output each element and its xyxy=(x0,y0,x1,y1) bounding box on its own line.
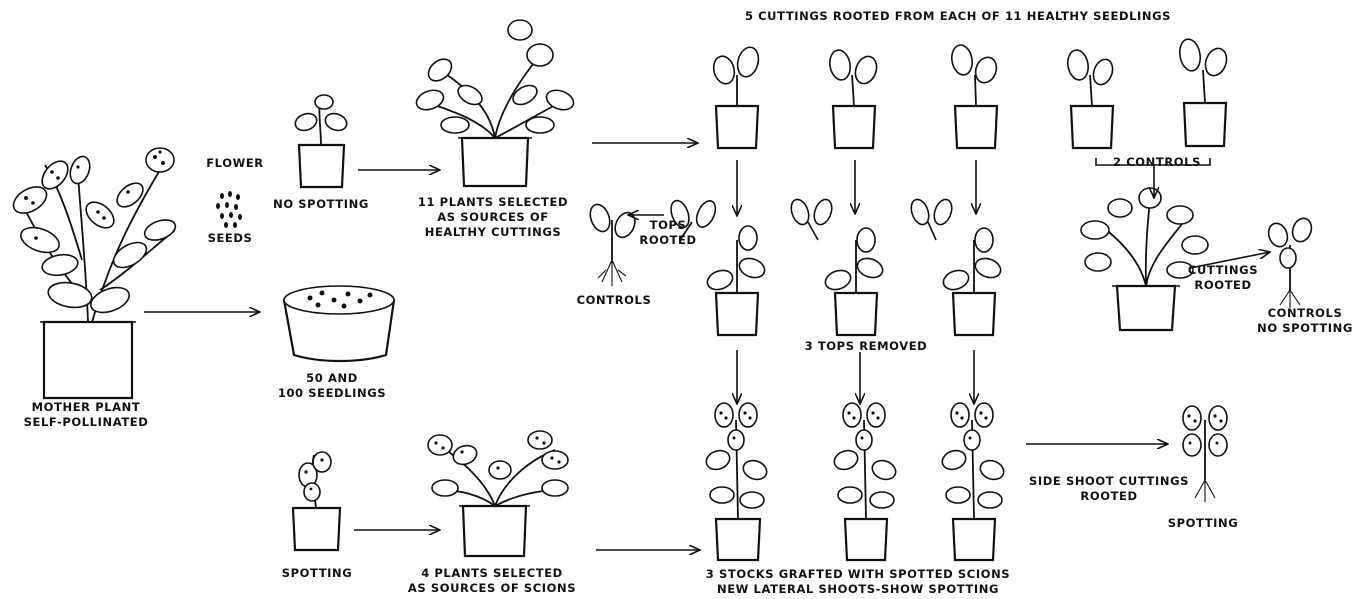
grafted-pot-2 xyxy=(832,403,899,560)
controls-cutting-rooted xyxy=(1265,216,1314,308)
label-spotting-seedling: SPOTTING xyxy=(272,566,362,581)
label-cuttings-rooted-line1: CUTTINGS xyxy=(1178,263,1268,278)
label-side-shoot: SIDE SHOOT CUTTINGS ROOTED xyxy=(1014,474,1204,504)
label-cuttings-rooted: CUTTINGS ROOTED xyxy=(1178,263,1268,293)
grafted-pot-3 xyxy=(940,403,1007,560)
label-cuttings-title: 5 CUTTINGS ROOTED FROM EACH OF 11 HEALTH… xyxy=(718,9,1198,24)
label-scion-selected: 4 PLANTS SELECTED AS SOURCES OF SCIONS xyxy=(402,566,582,596)
label-seedlings: 50 AND 100 SEEDLINGS xyxy=(262,371,402,401)
label-mother-plant-line2: SELF-POLLINATED xyxy=(6,415,166,430)
topped-pot-3 xyxy=(908,197,1003,335)
label-healthy-selected-line3: HEALTHY CUTTINGS xyxy=(408,225,578,240)
seeds-illustration xyxy=(216,191,242,228)
healthy-seedling xyxy=(293,95,349,187)
label-tops-rooted-line2: ROOTED xyxy=(632,233,704,248)
spotted-seedling xyxy=(293,452,340,550)
label-scion-selected-line2: AS SOURCES OF SCIONS xyxy=(402,581,582,596)
topped-pot-2 xyxy=(788,197,885,335)
control-large-plant xyxy=(1081,188,1208,330)
label-tops-removed: 3 TOPS REMOVED xyxy=(796,339,936,354)
label-healthy-selected-line2: AS SOURCES OF xyxy=(408,210,578,225)
label-grafted-line2: NEW LATERAL SHOOTS-SHOW SPOTTING xyxy=(678,582,1038,597)
topped-pot-1 xyxy=(705,226,768,335)
label-tops-rooted-line1: TOPS xyxy=(632,218,704,233)
label-grafted-line1: 3 STOCKS GRAFTED WITH SPOTTED SCIONS xyxy=(678,567,1038,582)
label-tops-rooted: TOPS ROOTED xyxy=(632,218,704,248)
label-seedlings-line2: 100 SEEDLINGS xyxy=(262,386,402,401)
label-side-shoot-line2: ROOTED xyxy=(1014,489,1204,504)
cutting-pot-2 xyxy=(828,48,881,148)
cutting-pot-3 xyxy=(950,43,1000,148)
label-seedlings-line1: 50 AND xyxy=(262,371,402,386)
control-pot-1 xyxy=(1066,48,1116,148)
label-controls-no-spotting-line2: NO SPOTTING xyxy=(1254,321,1356,336)
mother-plant xyxy=(9,148,178,398)
label-cuttings-rooted-line2: ROOTED xyxy=(1178,278,1268,293)
cutting-pot-1 xyxy=(711,45,762,148)
scion-source-plant xyxy=(428,431,568,556)
label-controls-no-spotting-line1: CONTROLS xyxy=(1254,306,1356,321)
label-side-shoot-line1: SIDE SHOOT CUTTINGS xyxy=(1014,474,1204,489)
label-no-spotting: NO SPOTTING xyxy=(262,197,380,212)
label-mother-plant: MOTHER PLANT SELF-POLLINATED xyxy=(6,400,166,430)
label-controls-no-spotting: CONTROLS NO SPOTTING xyxy=(1254,306,1356,336)
healthy-source-plant xyxy=(414,20,576,186)
grafted-pot-1 xyxy=(704,403,770,560)
seedling-tray xyxy=(284,286,394,361)
label-controls: CONTROLS xyxy=(574,293,654,308)
label-grafted: 3 STOCKS GRAFTED WITH SPOTTED SCIONS NEW… xyxy=(678,567,1038,597)
label-mother-plant-line1: MOTHER PLANT xyxy=(6,400,166,415)
label-healthy-selected-line1: 11 PLANTS SELECTED xyxy=(408,195,578,210)
label-flower: FLOWER xyxy=(200,156,270,171)
label-scion-selected-line1: 4 PLANTS SELECTED xyxy=(402,566,582,581)
label-two-controls: 2 CONTROLS xyxy=(1102,155,1212,170)
label-seeds: SEEDS xyxy=(200,231,260,246)
control-pot-2 xyxy=(1177,38,1230,146)
label-spotting-result: SPOTTING xyxy=(1158,516,1248,531)
label-healthy-selected: 11 PLANTS SELECTED AS SOURCES OF HEALTHY… xyxy=(408,195,578,240)
